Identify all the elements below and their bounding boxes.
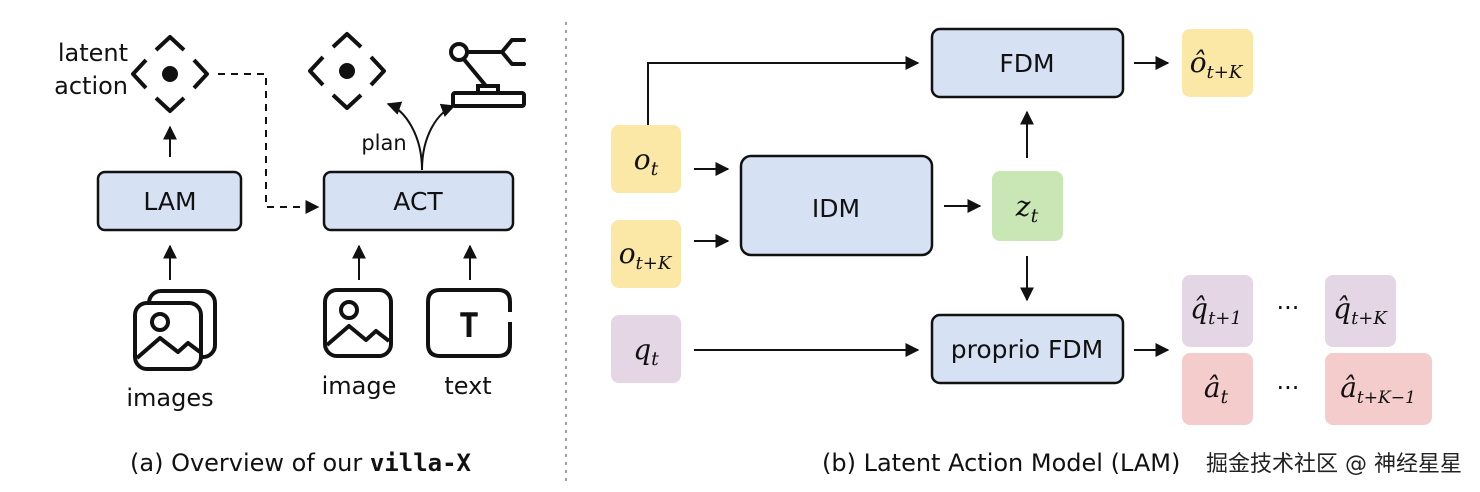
images-icon: [133, 289, 217, 371]
o-t-box: [611, 125, 681, 193]
z-t-label: zt: [1015, 190, 1039, 227]
z-t-box: [992, 171, 1063, 241]
ahat-tk-label: ât+K−1: [1340, 371, 1416, 408]
ahat-ellipsis: ···: [1277, 374, 1300, 402]
robot-arm-icon: [449, 38, 526, 108]
action-label: action: [54, 72, 128, 100]
qhat-tk-label: q̂t+K: [1333, 292, 1388, 329]
q-t-label: qt: [633, 333, 659, 370]
ahat-tk-box: [1325, 353, 1432, 425]
proprio-fdm-label: proprio FDM: [951, 335, 1103, 364]
act-to-robot-curve-arrow: [421, 103, 456, 171]
proprio-fdm-box: [930, 313, 1125, 385]
act-box: [322, 170, 515, 232]
act-label: ACT: [393, 187, 443, 216]
caption-a: (a) Overview of our villa-X: [130, 449, 472, 477]
fdm-box: [930, 27, 1125, 99]
o-t-label: ot: [634, 143, 659, 180]
images-label: images: [126, 384, 213, 412]
caption-b: (b) Latent Action Model (LAM): [822, 449, 1180, 477]
image-icon: [323, 288, 393, 358]
latent-action-icon-right: [308, 32, 386, 110]
qhat-ellipsis: ···: [1277, 294, 1300, 322]
watermark: 掘金技术社区 @ 神经星星: [1206, 452, 1462, 477]
caption-a-name: villa-X: [370, 449, 472, 477]
o-tk-box: [611, 220, 681, 288]
text-icon: T: [426, 288, 512, 358]
latent-label: latent: [58, 39, 128, 67]
q-t-box: [611, 315, 681, 383]
ohat-box: [1182, 29, 1253, 97]
plan-label: plan: [361, 131, 406, 155]
image-label: image: [322, 372, 397, 400]
ahat-t-box: [1182, 353, 1253, 425]
qhat-t1-box: [1182, 275, 1253, 347]
ot-to-fdm-arrow: [647, 56, 920, 125]
qhat-tk-box: [1325, 275, 1396, 347]
o-tk-label: ot+K: [619, 237, 673, 274]
ahat-t-label: ât: [1204, 371, 1229, 408]
latent-action-icon-left: [131, 35, 209, 113]
ohat-label: ôt+K: [1190, 46, 1244, 83]
lam-box: [96, 170, 243, 232]
lam-label: LAM: [143, 187, 196, 216]
idm-label: IDM: [812, 194, 860, 223]
caption-a-prefix: (a) Overview of our: [130, 449, 370, 477]
idm-box: [739, 154, 934, 257]
text-icon-glyph: T: [459, 306, 479, 346]
text-label: text: [444, 372, 491, 400]
qhat-t1-label: q̂t+1: [1190, 292, 1242, 329]
fdm-label: FDM: [999, 49, 1054, 78]
